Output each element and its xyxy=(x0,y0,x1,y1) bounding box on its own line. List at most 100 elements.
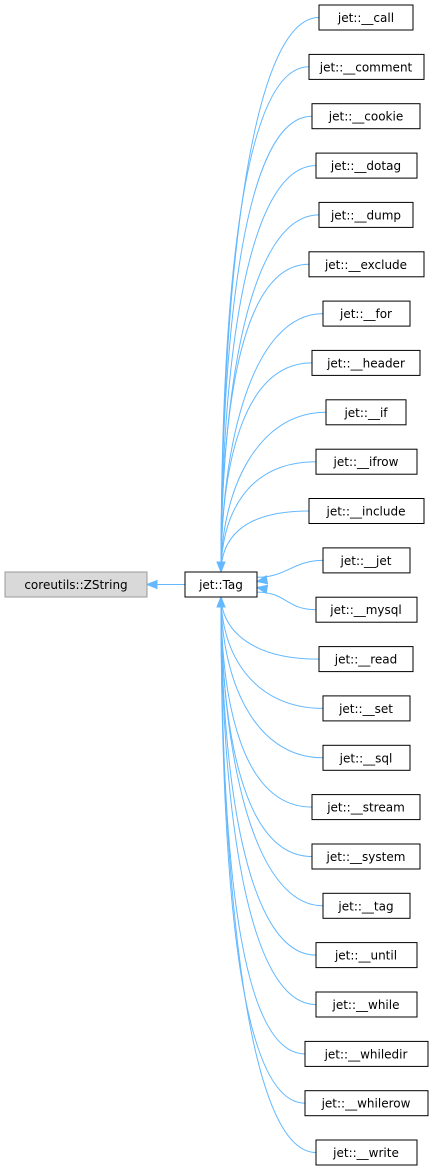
derived-class-box[interactable] xyxy=(308,498,425,524)
derived-class-label[interactable]: jet::__for xyxy=(339,307,392,321)
derived-class-box[interactable] xyxy=(315,152,418,179)
derived-class-node-whilerow[interactable]: jet::__whilerow xyxy=(304,1090,429,1117)
derived-class-box[interactable] xyxy=(311,794,421,821)
derived-class-node-for[interactable]: jet::__for xyxy=(322,300,411,327)
edge-while xyxy=(220,595,317,1005)
derived-class-label[interactable]: jet::__read xyxy=(334,653,398,667)
base-class-box xyxy=(4,571,148,598)
derived-class-box[interactable] xyxy=(311,103,421,130)
arrowhead-bottom xyxy=(216,595,226,608)
derived-class-label[interactable]: jet::__dotag xyxy=(330,159,401,173)
derived-class-box[interactable] xyxy=(318,646,414,673)
edge-include xyxy=(220,510,310,574)
edge-mysql xyxy=(256,591,317,611)
derived-class-box[interactable] xyxy=(318,4,414,31)
derived-class-node-comment[interactable]: jet::__comment xyxy=(308,53,425,80)
derived-class-label[interactable]: jet::__cookie xyxy=(328,110,403,124)
arrowhead-right-upper xyxy=(255,575,269,585)
derived-class-box[interactable] xyxy=(315,596,418,623)
edge-read xyxy=(220,595,320,660)
derived-class-box[interactable] xyxy=(315,1139,418,1166)
derived-class-node-while[interactable]: jet::__while xyxy=(315,991,418,1018)
derived-class-node-sql[interactable]: jet::__sql xyxy=(322,744,411,771)
derived-class-box[interactable] xyxy=(322,892,411,919)
derived-class-label[interactable]: jet::__system xyxy=(326,850,406,864)
inheritance-edges xyxy=(145,17,327,1153)
derived-class-node-include[interactable]: jet::__include xyxy=(308,498,425,524)
derived-class-node-stream[interactable]: jet::__stream xyxy=(311,794,421,821)
derived-class-label[interactable]: jet::__include xyxy=(326,505,406,519)
derived-class-node-whiledir[interactable]: jet::__whiledir xyxy=(304,1040,429,1067)
derived-class-box[interactable] xyxy=(315,991,418,1018)
derived-class-node-mysql[interactable]: jet::__mysql xyxy=(315,596,418,623)
derived-class-label[interactable]: jet::__until xyxy=(334,949,397,963)
derived-class-node-dotag[interactable]: jet::__dotag xyxy=(315,152,418,179)
edge-ifrow xyxy=(220,461,317,574)
derived-class-label[interactable]: jet::__whilerow xyxy=(321,1097,411,1111)
derived-class-label[interactable]: jet::__jet xyxy=(340,554,392,568)
derived-class-box[interactable] xyxy=(318,201,414,228)
derived-class-box[interactable] xyxy=(315,448,418,475)
derived-class-box[interactable] xyxy=(308,251,425,278)
derived-class-node-jet[interactable]: jet::__jet xyxy=(322,547,411,574)
derived-class-node-set[interactable]: jet::__set xyxy=(322,695,411,722)
derived-class-label[interactable]: jet::__set xyxy=(338,702,393,716)
edge-stream xyxy=(220,595,313,808)
derived-class-label[interactable]: jet::__dump xyxy=(330,208,401,222)
arrowhead-zstring xyxy=(145,579,158,590)
edge-tag xyxy=(220,595,324,907)
derived-class-node-header[interactable]: jet::__header xyxy=(311,349,421,376)
edge-comment xyxy=(220,66,310,574)
derived-class-box[interactable] xyxy=(322,744,411,771)
derived-class-node-write[interactable]: jet::__write xyxy=(315,1139,418,1166)
derived-class-box[interactable] xyxy=(304,1040,429,1067)
derived-class-node-ifrow[interactable]: jet::__ifrow xyxy=(315,448,418,475)
derived-class-label[interactable]: jet::__call xyxy=(337,11,394,25)
derived-class-node-if[interactable]: jet::__if xyxy=(325,399,407,426)
derived-class-box[interactable] xyxy=(311,349,421,376)
main-class-node[interactable]: jet::Tag xyxy=(184,571,258,598)
derived-class-label[interactable]: jet::__tag xyxy=(337,899,393,913)
edge-write xyxy=(220,595,317,1153)
derived-class-box[interactable] xyxy=(322,547,411,574)
derived-class-box[interactable] xyxy=(322,300,411,327)
derived-class-label[interactable]: jet::__header xyxy=(326,356,405,370)
derived-class-label[interactable]: jet::__write xyxy=(332,1146,399,1160)
derived-class-node-system[interactable]: jet::__system xyxy=(311,843,421,870)
derived-class-node-dump[interactable]: jet::__dump xyxy=(318,201,414,228)
derived-class-node-read[interactable]: jet::__read xyxy=(318,646,414,673)
derived-class-label[interactable]: jet::__whiledir xyxy=(324,1047,408,1061)
derived-class-box[interactable] xyxy=(325,399,407,426)
base-class-node: coreutils::ZString xyxy=(4,571,148,598)
derived-class-box[interactable] xyxy=(315,942,418,969)
derived-class-label[interactable]: jet::__exclude xyxy=(324,258,407,272)
derived-class-label[interactable]: jet::__while xyxy=(332,998,400,1012)
derived-class-label[interactable]: jet::__stream xyxy=(326,801,405,815)
arrowhead-right-lower xyxy=(255,584,269,594)
derived-class-box[interactable] xyxy=(311,843,421,870)
edge-for xyxy=(220,313,324,574)
derived-class-node-call[interactable]: jet::__call xyxy=(318,4,414,31)
derived-class-label[interactable]: jet::__ifrow xyxy=(333,455,399,469)
edge-whilerow xyxy=(220,595,306,1104)
derived-class-node-tag[interactable]: jet::__tag xyxy=(322,892,411,919)
derived-class-label[interactable]: jet::__comment xyxy=(319,60,413,74)
derived-class-nodes: jet::__calljet::__commentjet::__cookieje… xyxy=(304,4,429,1166)
derived-class-label[interactable]: jet::__mysql xyxy=(329,603,402,617)
edge-jet xyxy=(256,559,324,578)
edge-header xyxy=(220,362,313,574)
derived-class-label[interactable]: jet::__sql xyxy=(339,751,393,765)
derived-class-node-until[interactable]: jet::__until xyxy=(315,942,418,969)
main-class-label[interactable]: jet::Tag xyxy=(198,578,243,592)
derived-class-node-cookie[interactable]: jet::__cookie xyxy=(311,103,421,130)
derived-class-node-exclude[interactable]: jet::__exclude xyxy=(308,251,425,278)
derived-class-box[interactable] xyxy=(322,695,411,722)
main-class-box[interactable] xyxy=(184,571,258,598)
derived-class-label[interactable]: jet::__if xyxy=(343,406,388,420)
edge-sql xyxy=(220,595,324,759)
derived-class-box[interactable] xyxy=(304,1090,429,1117)
edge-cookie xyxy=(220,115,313,574)
edge-system xyxy=(220,595,313,857)
edge-set xyxy=(220,595,324,709)
derived-class-box[interactable] xyxy=(308,53,425,80)
